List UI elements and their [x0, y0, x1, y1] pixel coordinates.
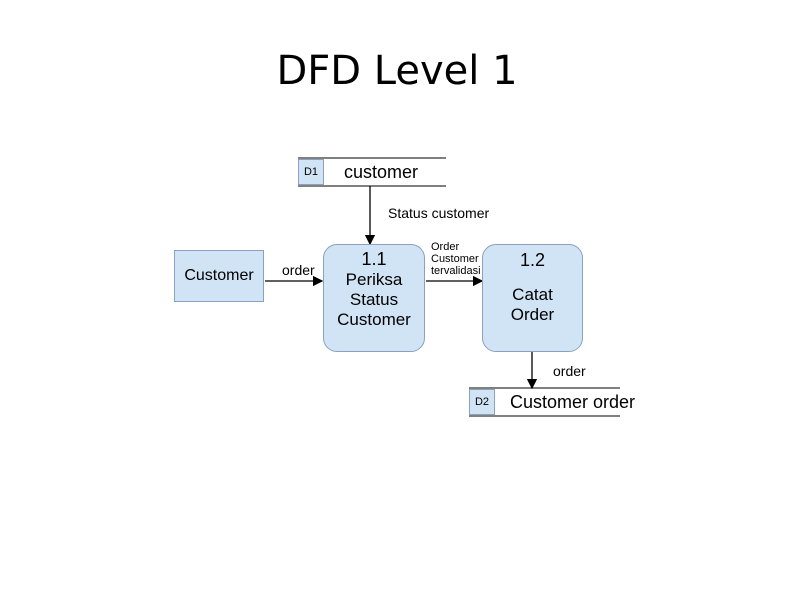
- process-1-2-name-line-1: Catat: [512, 285, 553, 304]
- process-1-1-name-line-2: Status: [349, 290, 399, 309]
- process-1-2: 1.2 Catat Order: [482, 244, 583, 352]
- flow-status-customer-label: Status customer: [388, 205, 490, 221]
- flow-validated-line-3: tervalidasi: [431, 265, 481, 277]
- data-store-d2-id: D2: [469, 389, 495, 415]
- flow-validated-line-2: Customer: [431, 253, 479, 265]
- process-1-1-name-line-1: Periksa: [345, 270, 403, 289]
- flow-validated-label: Order Customer tervalidasi: [431, 241, 481, 277]
- process-1-2-id: 1.2: [519, 250, 546, 270]
- diagram-title: DFD Level 1: [276, 48, 518, 94]
- data-store-d1-name: customer: [344, 162, 419, 182]
- process-1-1: 1.1 Periksa Status Customer: [323, 244, 425, 352]
- process-1-1-id: 1.1: [361, 249, 387, 269]
- process-1-1-name-line-3: Customer: [337, 310, 411, 329]
- external-entity-customer: Customer: [174, 250, 264, 302]
- process-1-2-name-line-2: Order: [510, 305, 555, 324]
- data-store-d1-id: D1: [298, 159, 324, 185]
- flow-order-out-label: order: [553, 363, 586, 379]
- flow-order-in-label: order: [282, 262, 315, 278]
- flow-validated-line-1: Order: [431, 241, 460, 253]
- data-store-d2-name: Customer order: [510, 392, 636, 412]
